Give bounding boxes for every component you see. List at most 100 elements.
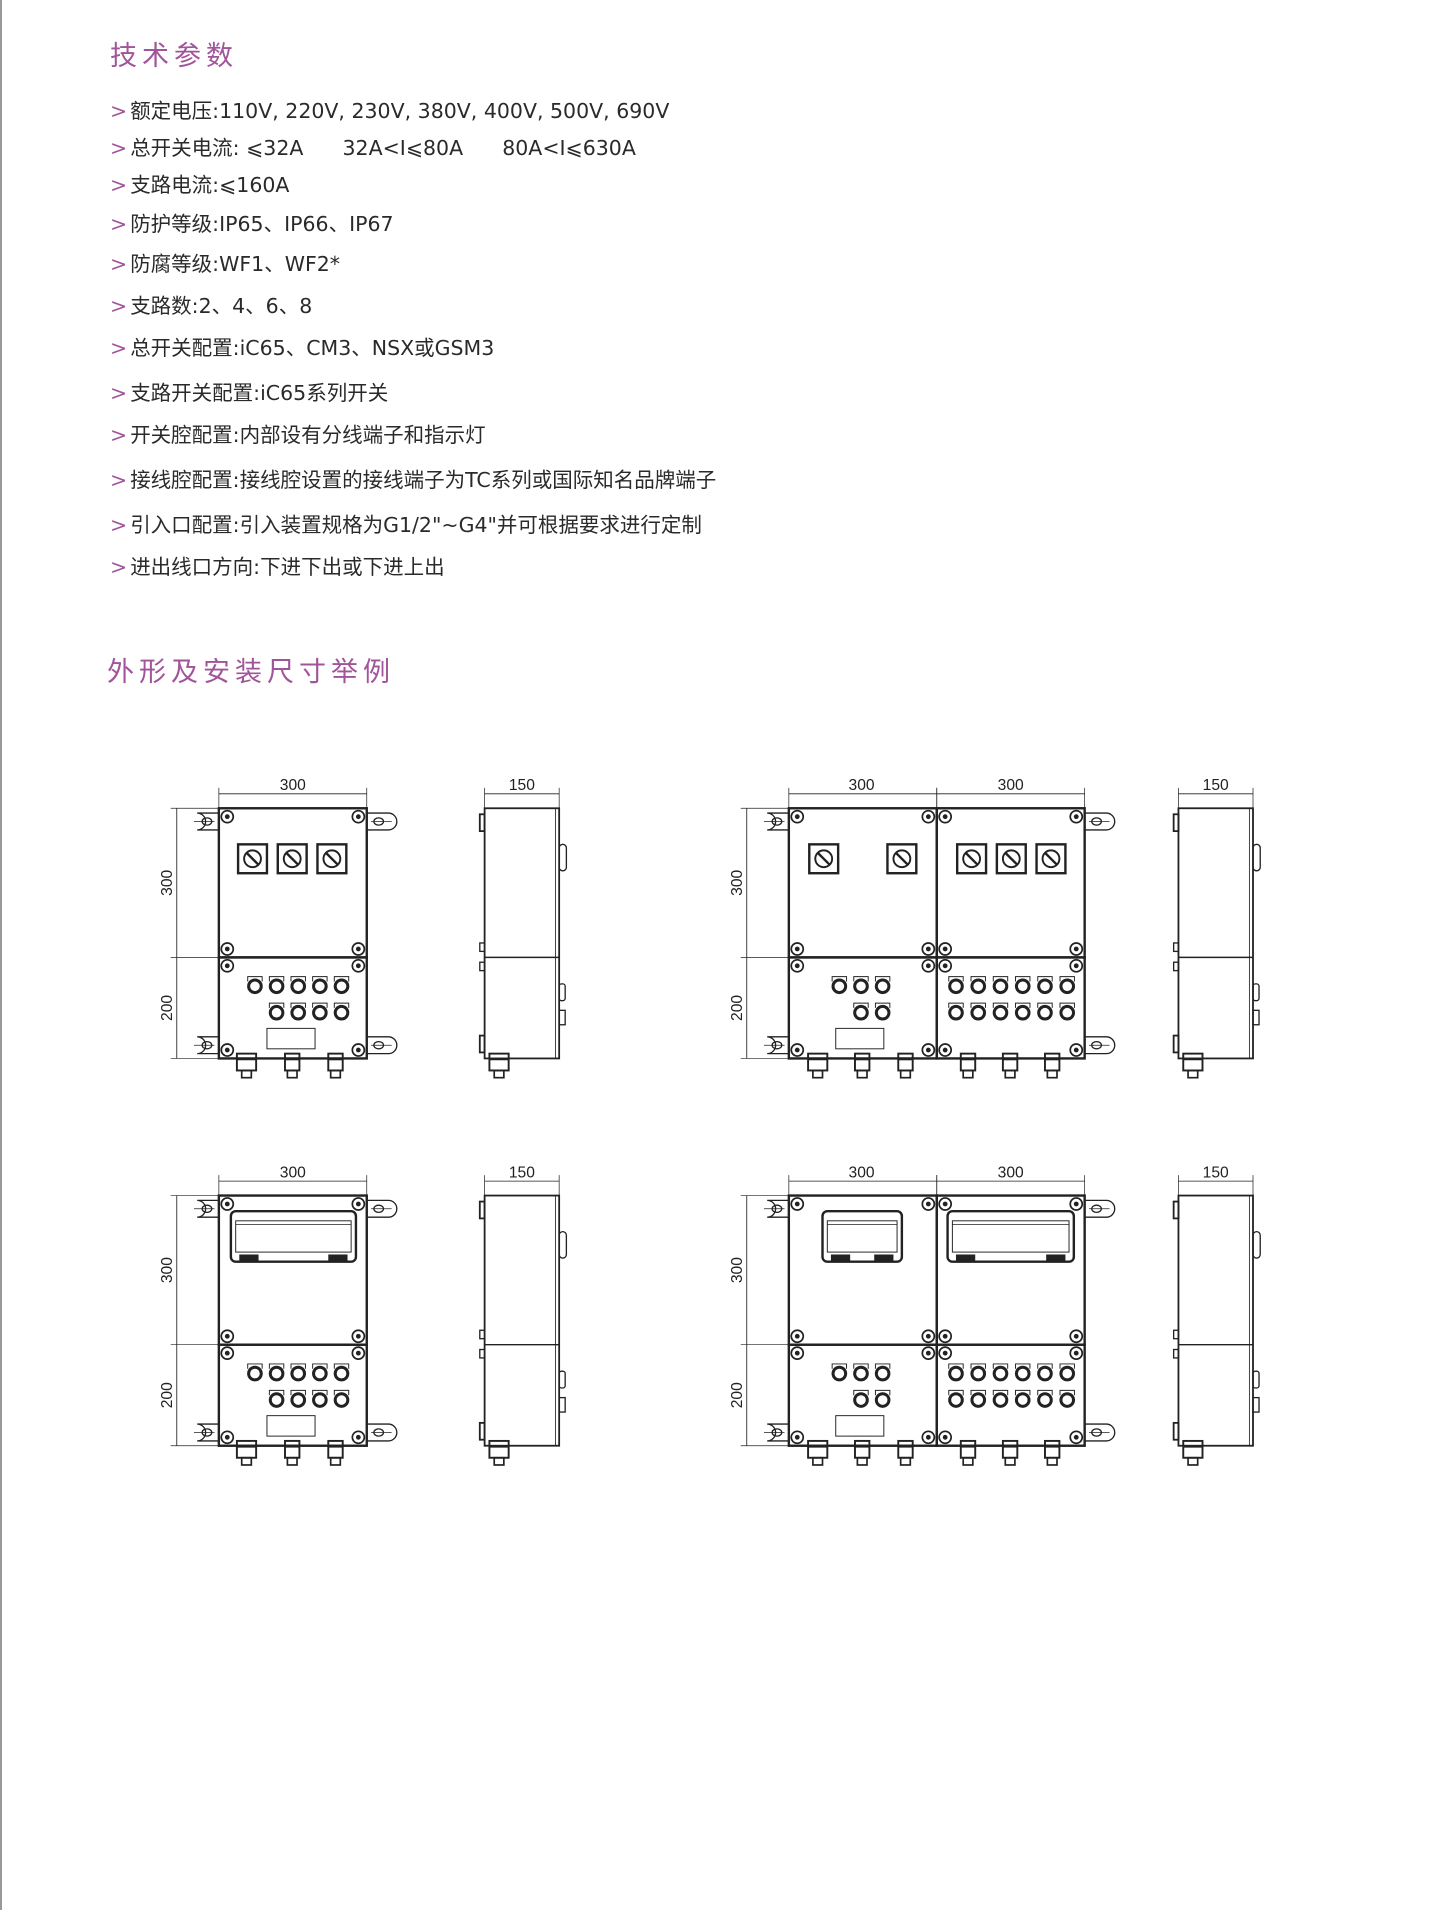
bolt-icon xyxy=(351,1043,366,1057)
side-view: 150 xyxy=(1172,1165,1261,1466)
light-tab xyxy=(247,976,263,982)
light-tab xyxy=(948,1002,964,1008)
dimension-label: 200 xyxy=(159,995,176,1021)
bolt-icon xyxy=(1069,1346,1084,1360)
light-tab xyxy=(992,1002,1009,1008)
switch-compartment xyxy=(935,1194,1086,1346)
window-frame xyxy=(946,1209,1076,1263)
indicator-light-lens xyxy=(271,1368,282,1379)
indicator-light-lens xyxy=(315,1368,325,1379)
light-tab xyxy=(970,976,986,982)
bolt-icon xyxy=(1069,1329,1084,1344)
cable-gland-icon xyxy=(327,1052,344,1072)
bolt-icon xyxy=(790,809,805,824)
light-tab xyxy=(1059,1389,1075,1396)
bullet-arrow-icon: > xyxy=(110,173,128,197)
indicator-light-lens xyxy=(293,1368,304,1379)
indicator-light-lens xyxy=(250,1368,260,1379)
switch-compartment xyxy=(787,1194,938,1346)
bolt-center xyxy=(942,1333,948,1339)
gland-nut xyxy=(962,1069,974,1079)
switch-handle xyxy=(895,851,909,866)
section-title-tech-params: 技术参数 xyxy=(110,41,238,72)
light-tab xyxy=(853,1389,869,1396)
light-tab xyxy=(333,1002,350,1008)
bolt-icon xyxy=(790,1346,805,1360)
bolt-center xyxy=(1073,1047,1079,1053)
terminal-compartment xyxy=(217,1343,368,1447)
indicator-light-lens xyxy=(1017,1368,1028,1379)
spec-item: >支路数:2、4、6、8 xyxy=(110,289,312,319)
light-tab xyxy=(1037,1389,1053,1396)
bolt-icon xyxy=(351,958,366,973)
bolt-center xyxy=(1073,963,1079,969)
indicator-light-lens xyxy=(973,981,984,992)
light-tab xyxy=(992,1363,1009,1369)
dimension-label: 300 xyxy=(280,1165,306,1182)
indicator-light-lens xyxy=(1017,1395,1028,1405)
light-tab xyxy=(1015,1002,1031,1008)
gland-nut xyxy=(329,1069,342,1079)
window-latch xyxy=(830,1254,851,1262)
seam-clamp xyxy=(1172,961,1180,972)
bolt-icon xyxy=(921,1329,936,1344)
light-profile xyxy=(1252,1396,1260,1413)
dimension-label: 200 xyxy=(159,1382,176,1408)
bolt-center xyxy=(224,1201,230,1207)
mounting-bracket xyxy=(366,1423,398,1442)
enclosure-side xyxy=(1177,807,1254,1060)
gland-nut xyxy=(329,1456,342,1466)
light-tab xyxy=(247,1363,263,1369)
hinge-tab xyxy=(478,813,486,833)
bullet-arrow-icon: > xyxy=(110,513,128,537)
dimension-label: 300 xyxy=(159,869,176,895)
light-profile xyxy=(558,1370,566,1389)
spec-item: >开关腔配置:内部设有分线端子和指示灯 xyxy=(110,418,486,448)
bolt-icon xyxy=(220,1430,235,1445)
switch-compartment xyxy=(787,807,938,959)
nameplate xyxy=(835,1415,885,1437)
switch-handle xyxy=(245,851,260,866)
switch-knob-icon xyxy=(1001,849,1021,869)
bolt-icon xyxy=(220,1197,235,1211)
bolt-center xyxy=(355,1350,361,1356)
rotary-switch xyxy=(886,843,918,875)
indicator-light-lens xyxy=(834,981,845,992)
light-tab xyxy=(970,1363,986,1369)
window-glass xyxy=(951,1220,1070,1253)
light-tab xyxy=(1015,1363,1031,1369)
bolt-center xyxy=(224,1047,230,1053)
dimension-label: 300 xyxy=(729,869,746,895)
bolt-center xyxy=(925,946,931,952)
bolt-icon xyxy=(1069,809,1084,824)
bolt-center xyxy=(224,814,230,820)
cable-gland-icon xyxy=(897,1052,914,1072)
light-tab xyxy=(853,976,869,982)
indicator-light-lens xyxy=(995,1007,1006,1018)
hinge-tab xyxy=(1172,1200,1180,1220)
spec-item: >支路开关配置:iC65系列开关 xyxy=(110,376,388,406)
indicator-light-lens xyxy=(1062,1395,1073,1405)
hinge-tab xyxy=(478,1034,486,1054)
window-latch xyxy=(239,1254,259,1262)
switch-knob-icon xyxy=(282,849,302,869)
enclosure-side xyxy=(483,807,561,1060)
gland-nut xyxy=(899,1456,912,1466)
bolt-icon xyxy=(1069,1430,1084,1445)
enclosure-side xyxy=(483,1194,561,1447)
bolt-icon xyxy=(351,1430,366,1445)
bolt-center xyxy=(942,1201,948,1207)
dimension-label: 300 xyxy=(998,1165,1024,1182)
spec-text: 总开关电流: ⩽32A 32A<I⩽80A 80A<I⩽630A xyxy=(130,136,636,160)
gland-nut xyxy=(286,1069,298,1079)
mounting-bracket xyxy=(366,1199,398,1218)
spec-text: 进出线口方向:下进下出或下进上出 xyxy=(130,555,445,579)
switch-compartment xyxy=(217,807,368,959)
bolt-icon xyxy=(1069,942,1084,956)
bolt-icon xyxy=(938,1197,953,1211)
light-tab xyxy=(831,976,848,982)
rotary-switch xyxy=(236,843,269,875)
light-tab xyxy=(312,1363,328,1369)
bolt-center xyxy=(1073,946,1079,952)
light-tab xyxy=(312,1002,328,1008)
